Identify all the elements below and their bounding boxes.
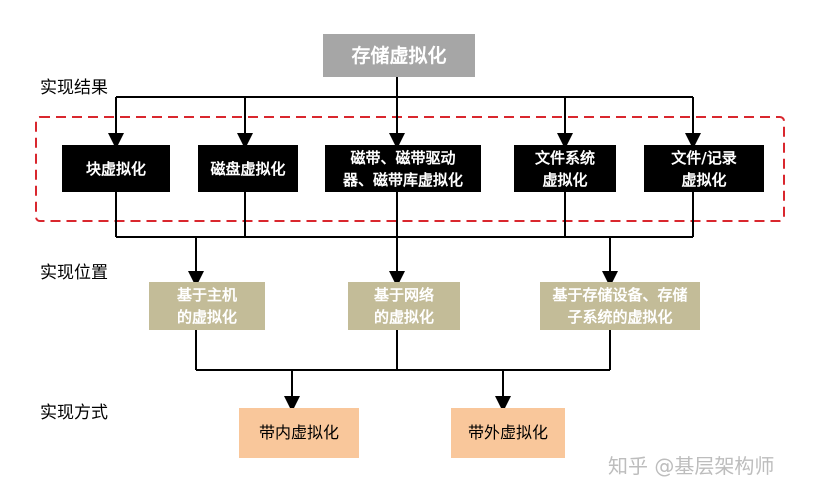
watermark: 知乎 @基层架构师 xyxy=(608,454,775,478)
result-block-virtualization: 块虚拟化 xyxy=(62,145,170,192)
result-disk-virtualization: 磁盘虚拟化 xyxy=(198,145,298,192)
result-tape-virtualization: 磁带、磁带驱动 器、磁带库虚拟化 xyxy=(325,145,481,192)
method-in-band: 带内虚拟化 xyxy=(239,408,359,458)
method-out-of-band: 带外虚拟化 xyxy=(451,408,565,458)
result-filesystem-virtualization: 文件系统 虚拟化 xyxy=(514,145,616,192)
label-result: 实现结果 xyxy=(40,78,108,98)
root-node: 存储虚拟化 xyxy=(323,34,475,77)
position-storage-based: 基于存储设备、存储 子系统的虚拟化 xyxy=(540,282,700,330)
position-network-based: 基于网络 的虚拟化 xyxy=(348,282,460,330)
results-dashed-frame xyxy=(35,116,785,222)
result-file-record-virtualization: 文件/记录 虚拟化 xyxy=(644,145,764,192)
position-host-based: 基于主机 的虚拟化 xyxy=(149,282,265,330)
label-method: 实现方式 xyxy=(40,403,108,423)
label-position: 实现位置 xyxy=(40,263,108,283)
